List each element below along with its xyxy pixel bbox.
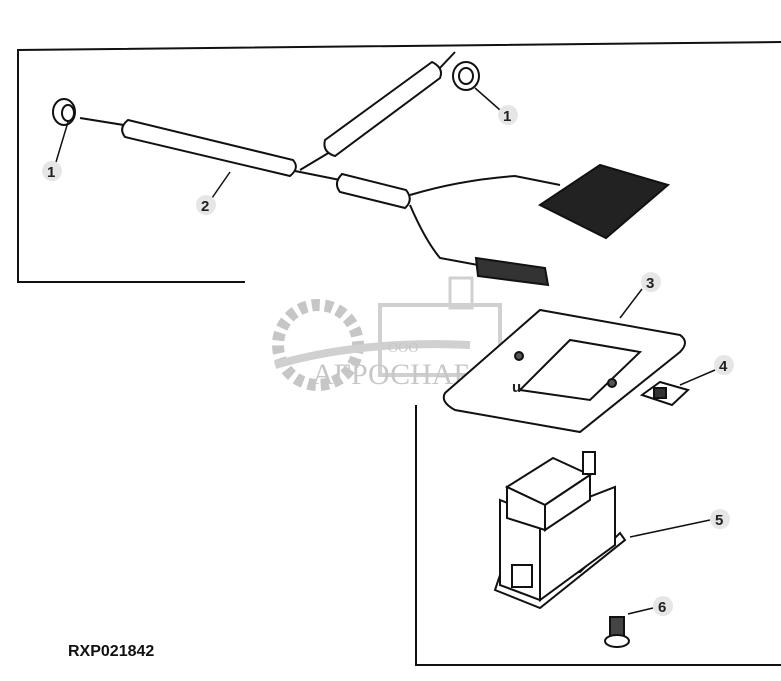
grommet-left — [52, 98, 76, 126]
svg-text:4: 4 — [719, 358, 728, 375]
upper-frame — [17, 41, 781, 283]
indicator-housing — [493, 451, 627, 610]
svg-text:1: 1 — [47, 164, 55, 181]
lower-frame — [415, 405, 781, 666]
wiring-harness — [79, 51, 671, 287]
svg-text:6: 6 — [658, 599, 666, 616]
svg-text:3: 3 — [646, 275, 654, 292]
watermark-name: АГРОСНАБ — [312, 358, 471, 391]
bezel-plate — [442, 308, 686, 434]
stray-mark: u — [512, 379, 521, 396]
callout-1-left: 1 — [42, 161, 62, 181]
svg-text:1: 1 — [503, 108, 511, 125]
retainer-clip — [639, 380, 690, 407]
watermark-prefix: ООО — [388, 341, 418, 356]
callout-5: 5 — [710, 509, 730, 529]
reference-code: RXP021842 — [68, 643, 154, 660]
grommet-right — [452, 61, 480, 91]
screw — [604, 616, 630, 648]
callout-2: 2 — [196, 195, 216, 215]
callout-3: 3 — [641, 272, 661, 292]
leader-lines — [55, 87, 716, 615]
callout-6: 6 — [653, 596, 673, 616]
svg-text:2: 2 — [201, 198, 209, 215]
watermark-logo: ООО АГРОСНАБ — [272, 276, 502, 391]
svg-text:5: 5 — [715, 512, 723, 529]
callout-4: 4 — [714, 355, 734, 375]
callout-1-right: 1 — [498, 105, 518, 125]
